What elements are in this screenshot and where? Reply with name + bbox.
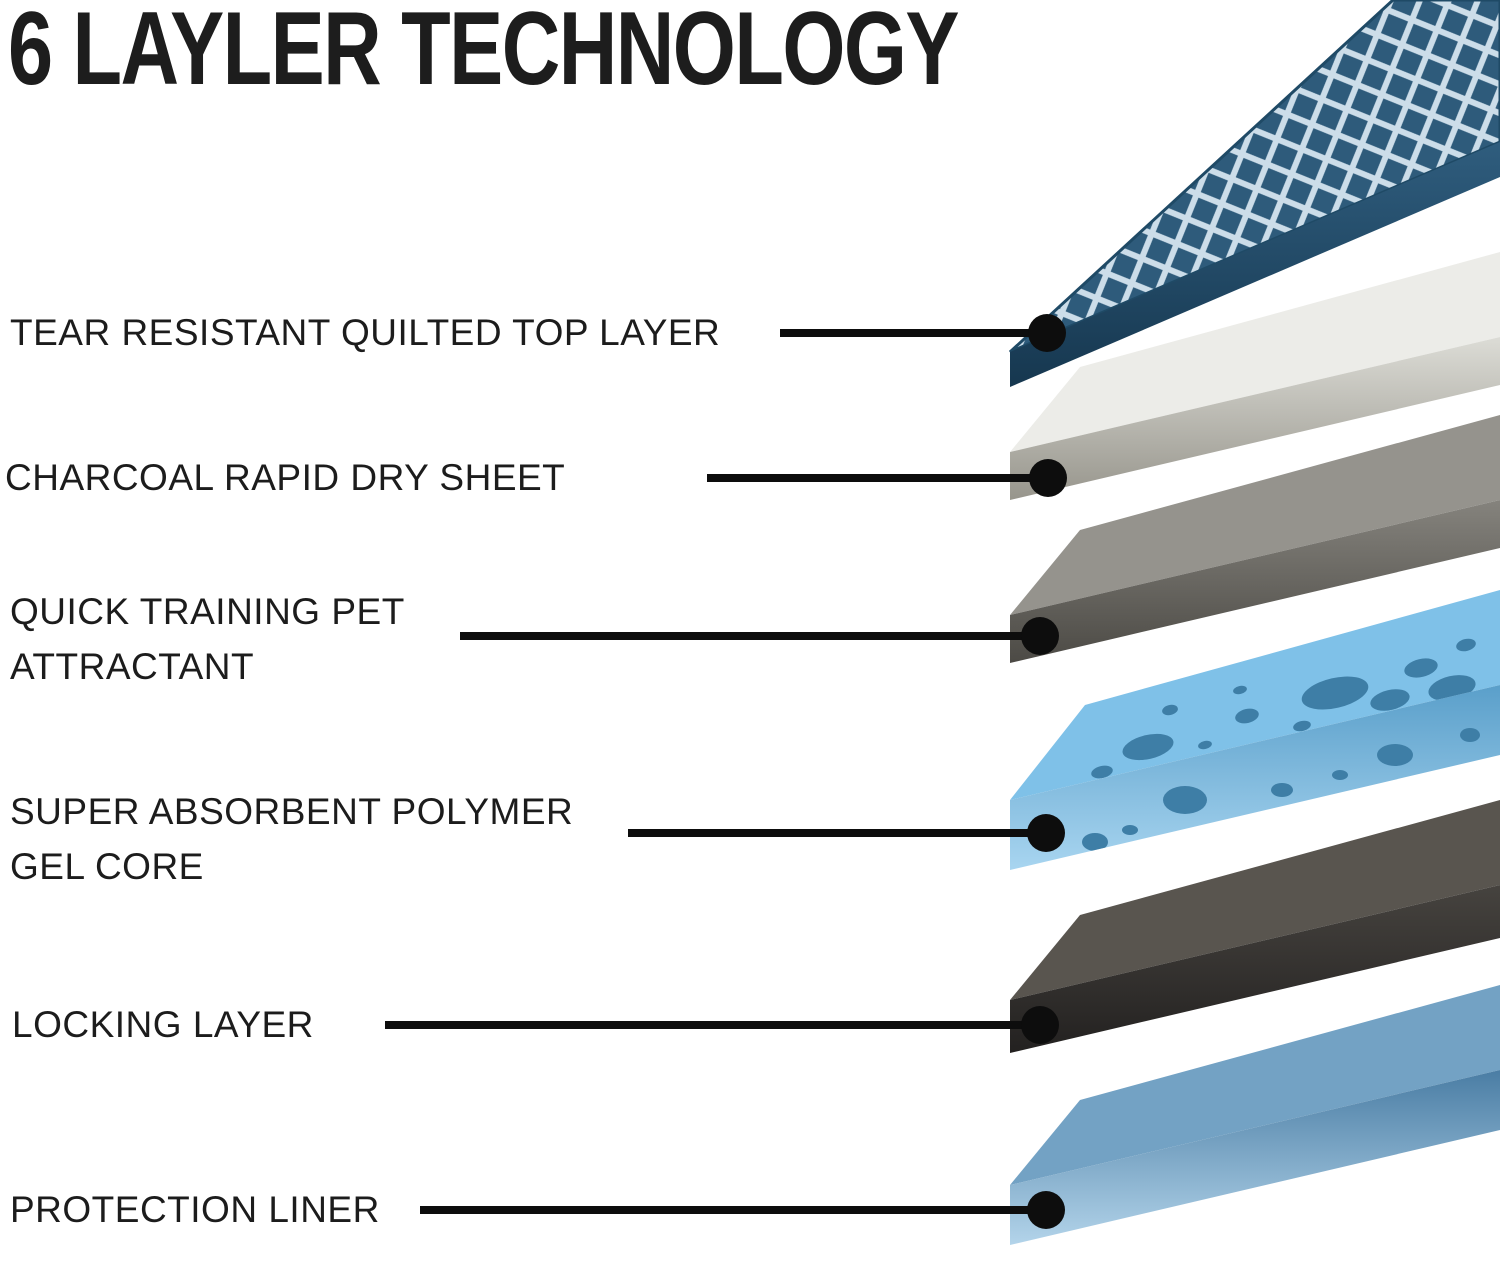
protection-liner-top-face bbox=[1010, 985, 1500, 1185]
callout-dot-protection-liner bbox=[1027, 1191, 1065, 1229]
callout-lines bbox=[385, 329, 1048, 1214]
layer-slab-protection-liner bbox=[1010, 985, 1500, 1245]
callout-dot-pet-attractant bbox=[1021, 617, 1059, 655]
layer-slab-gel-core bbox=[1010, 590, 1500, 870]
callout-dot-rapid-dry bbox=[1029, 459, 1067, 497]
protection-liner-front-edge bbox=[1010, 1070, 1500, 1245]
gel-bubbles-front bbox=[1082, 728, 1480, 851]
callout-dots bbox=[1021, 314, 1067, 1229]
rapid-dry-top-face bbox=[1010, 252, 1500, 452]
quilted-top-front-edge bbox=[1010, 142, 1500, 387]
gel-bubbles-top bbox=[1091, 638, 1476, 779]
page-title: 6 LAYLER TECHNOLOGY bbox=[8, 0, 960, 107]
callout-dot-locking bbox=[1021, 1006, 1059, 1044]
layer-slab-rapid-dry-sheet bbox=[1010, 252, 1500, 500]
rapid-dry-front-edge bbox=[1010, 337, 1500, 500]
quilted-top-mesh-face bbox=[1008, 0, 1500, 354]
label-locking-layer: LOCKING LAYER bbox=[12, 1004, 314, 1045]
locking-top-face bbox=[1010, 800, 1500, 1000]
pet-attractant-top-face bbox=[1010, 415, 1500, 615]
gel-core-front-edge bbox=[1010, 685, 1500, 870]
label-gel-core: SUPER ABSORBENT POLYMER GEL CORE bbox=[10, 791, 574, 887]
layer-slab-quilted-top bbox=[1008, 0, 1500, 387]
label-quilted-top-layer: TEAR RESISTANT QUILTED TOP LAYER bbox=[10, 312, 721, 353]
label-pet-attractant: QUICK TRAINING PET ATTRACTANT bbox=[10, 591, 405, 687]
layer-slab-locking bbox=[1010, 800, 1500, 1053]
callout-dot-gel-core bbox=[1027, 814, 1065, 852]
callout-dot-quilted-top bbox=[1028, 314, 1066, 352]
pet-attractant-front-edge bbox=[1010, 500, 1500, 663]
label-rapid-dry-sheet: CHARCOAL RAPID DRY SHEET bbox=[5, 457, 566, 498]
layer-slab-pet-attractant bbox=[1010, 415, 1500, 663]
locking-front-edge bbox=[1010, 885, 1500, 1053]
label-protection-liner: PROTECTION LINER bbox=[10, 1189, 380, 1230]
